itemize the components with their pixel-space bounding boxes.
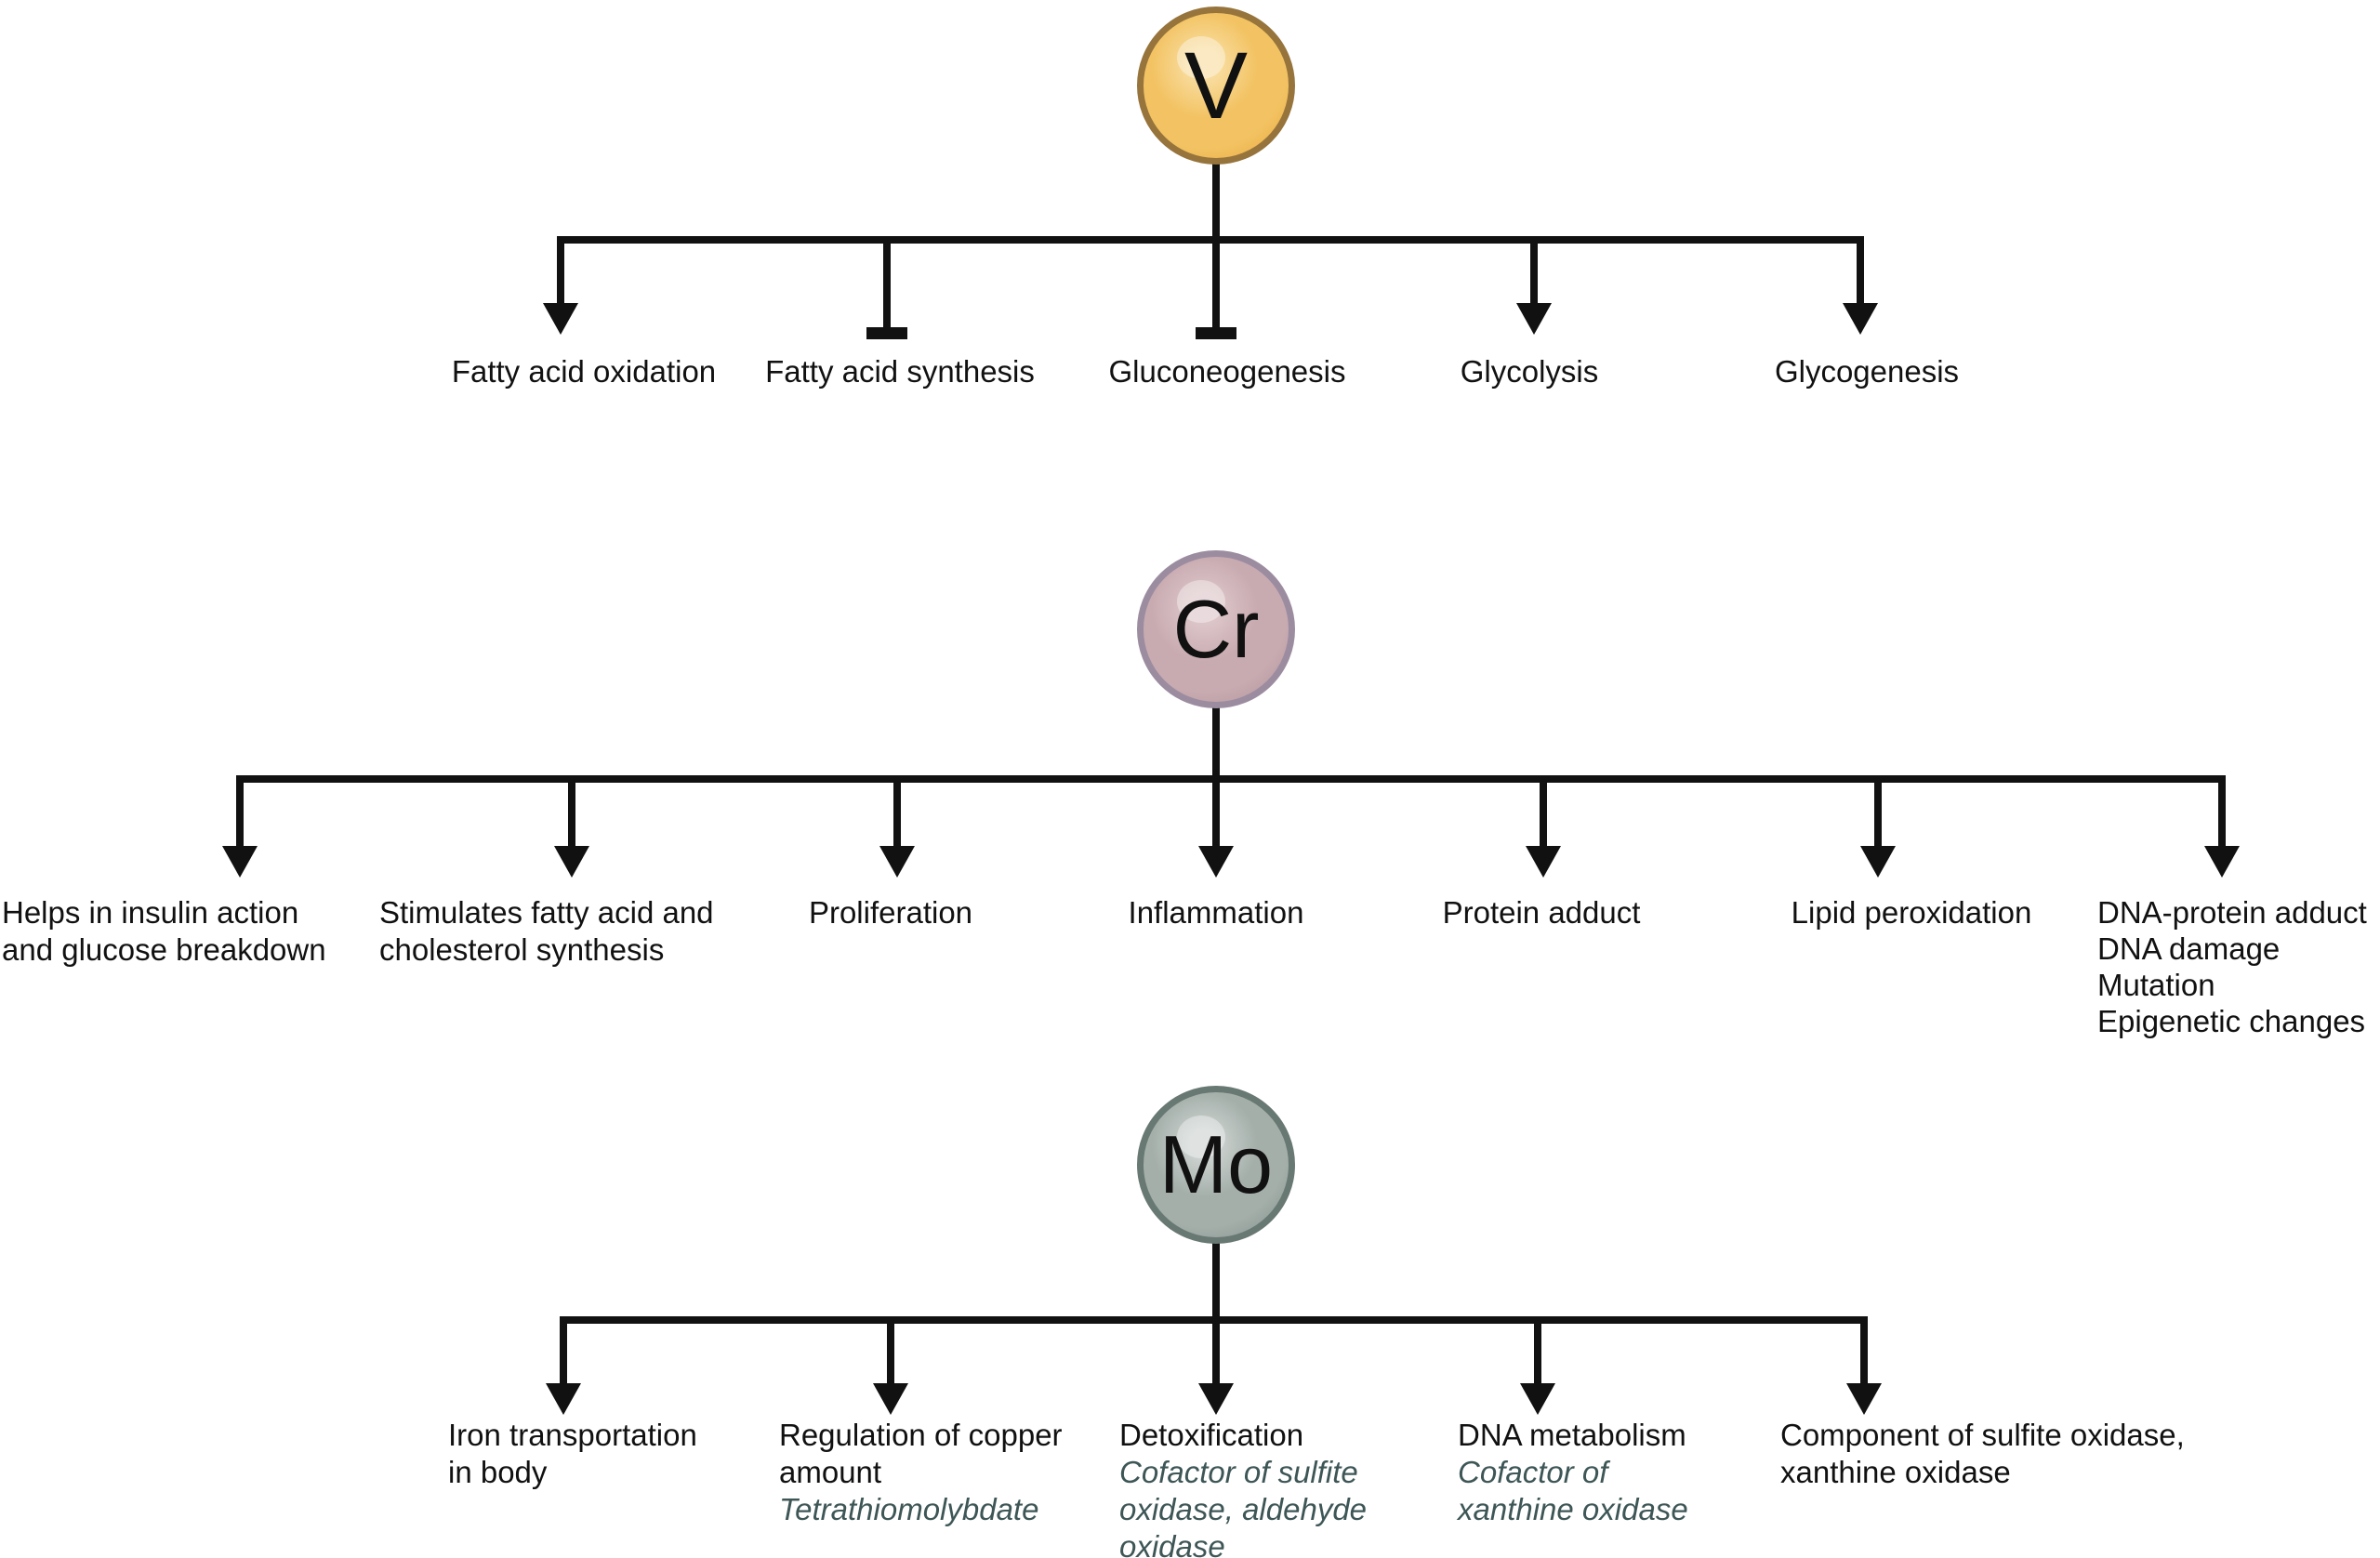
branch-label: Helps in insulin action and glucose brea… [2,894,326,969]
label-line: amount [779,1455,882,1489]
branch-label: Iron transportation in body [448,1417,697,1491]
label-line: Epigenetic changes [2097,1004,2366,1038]
label-line: DNA damage [2097,931,2281,966]
label-line: DNA metabolism [1458,1418,1686,1452]
label-note-line: Tetrathiomolybdate [779,1492,1039,1526]
branch-label: Detoxification Cofactor of sulfite oxida… [1119,1417,1367,1558]
label-line: Fatty acid oxidation [451,354,717,389]
branch-label: Glycogenesis [1588,353,2146,390]
label-line: Protein adduct [1442,895,1641,930]
branch-connector [554,775,589,878]
label-line: Stimulates fatty acid and [379,895,714,930]
label-note-line: xanthine oxidase [1458,1492,1688,1526]
branch-label: Fatty acid oxidation [305,353,863,390]
branch-label: Lipid peroxidation [1633,894,2190,931]
label-line: Fatty acid synthesis [765,354,1035,389]
branch-label: Proliferation [612,894,1170,931]
branch-connector [2204,775,2240,878]
arrowhead-icon [2204,846,2240,878]
branch-label: Regulation of copper amount Tetrathiomol… [779,1417,1063,1528]
branch-label: DNA-protein adduct DNA damage Mutation E… [2097,894,2367,1039]
arrowhead-icon [1198,846,1234,878]
arrowhead-icon [1860,846,1896,878]
branch-connector [546,1316,581,1415]
arrowhead-icon [222,846,258,878]
branch-connector [1520,1316,1555,1415]
branch-connector [1516,236,1552,335]
branch-connector [873,1316,908,1415]
element-circle-v: V [1137,7,1295,165]
v-tree [543,158,1878,339]
mo-tree [546,1238,1882,1415]
label-line: Inflammation [1128,895,1304,930]
element-symbol: Cr [1172,583,1260,675]
label-line: Gluconeogenesis [1108,354,1346,389]
label-line: Regulation of copper [779,1418,1063,1452]
arrowhead-icon [543,303,578,335]
branch-connector [879,775,915,878]
label-line: Component of sulfite oxidase, [1780,1418,2185,1452]
label-line: Detoxification [1119,1418,1304,1452]
arrowhead-icon [1843,303,1878,335]
branch-label: Stimulates fatty acid and cholesterol sy… [379,894,714,969]
branch-connector [866,236,907,339]
label-line: Proliferation [808,895,973,930]
label-note-line: oxidase, aldehyde [1119,1492,1368,1526]
arrowhead-icon [554,846,589,878]
label-line: and glucose breakdown [2,932,326,967]
element-symbol: Mo [1158,1118,1274,1210]
element-circle-mo: Mo [1137,1086,1295,1244]
branch-connector [543,236,578,335]
branch-connector [1198,1238,1234,1415]
branch-label: Gluconeogenesis [948,353,1506,390]
label-note-line: Cofactor of sulfite [1119,1455,1358,1489]
branch-connector [222,775,258,878]
label-line: in body [448,1455,548,1489]
arrowhead-icon [1516,303,1552,335]
label-line: Glycolysis [1460,354,1599,389]
label-line: cholesterol synthesis [379,932,665,967]
branch-label: Fatty acid synthesis [621,353,1179,390]
branch-connector [1843,236,1878,335]
label-line: Helps in insulin action [2,895,299,930]
arrowhead-icon [1520,1383,1555,1415]
cr-tree [222,702,2240,878]
arrowhead-icon [1198,1383,1234,1415]
branch-connector [1526,775,1561,878]
inhibition-bar-icon [1196,327,1236,339]
label-line: DNA-protein adduct [2097,895,2367,930]
element-symbol: V [1183,33,1249,139]
arrowhead-icon [1846,1383,1882,1415]
label-note-line: Cofactor of [1458,1455,1608,1489]
branch-connector [1198,702,1234,878]
branch-label: Inflammation [937,894,1495,931]
inhibition-bar-icon [866,327,907,339]
branch-connector [1846,1316,1882,1415]
label-line: Glycogenesis [1774,354,1960,389]
branch-label: DNA metabolism Cofactor of xanthine oxid… [1458,1417,1688,1528]
branch-connector [1860,775,1896,878]
branch-label: Glycolysis [1250,353,1808,390]
label-line: xanthine oxidase [1780,1455,2011,1489]
arrowhead-icon [1526,846,1561,878]
arrowhead-icon [546,1383,581,1415]
label-line: Iron transportation [448,1418,697,1452]
element-circle-cr: Cr [1137,550,1295,708]
arrowhead-icon [879,846,915,878]
label-line: Lipid peroxidation [1791,895,2032,930]
label-note-line: oxidase [1119,1529,1225,1558]
branch-connector [1196,158,1236,339]
branch-label: Component of sulfite oxidase, xanthine o… [1780,1417,2185,1491]
arrowhead-icon [873,1383,908,1415]
branch-label: Protein adduct [1263,894,1820,931]
label-line: Mutation [2097,968,2215,1002]
